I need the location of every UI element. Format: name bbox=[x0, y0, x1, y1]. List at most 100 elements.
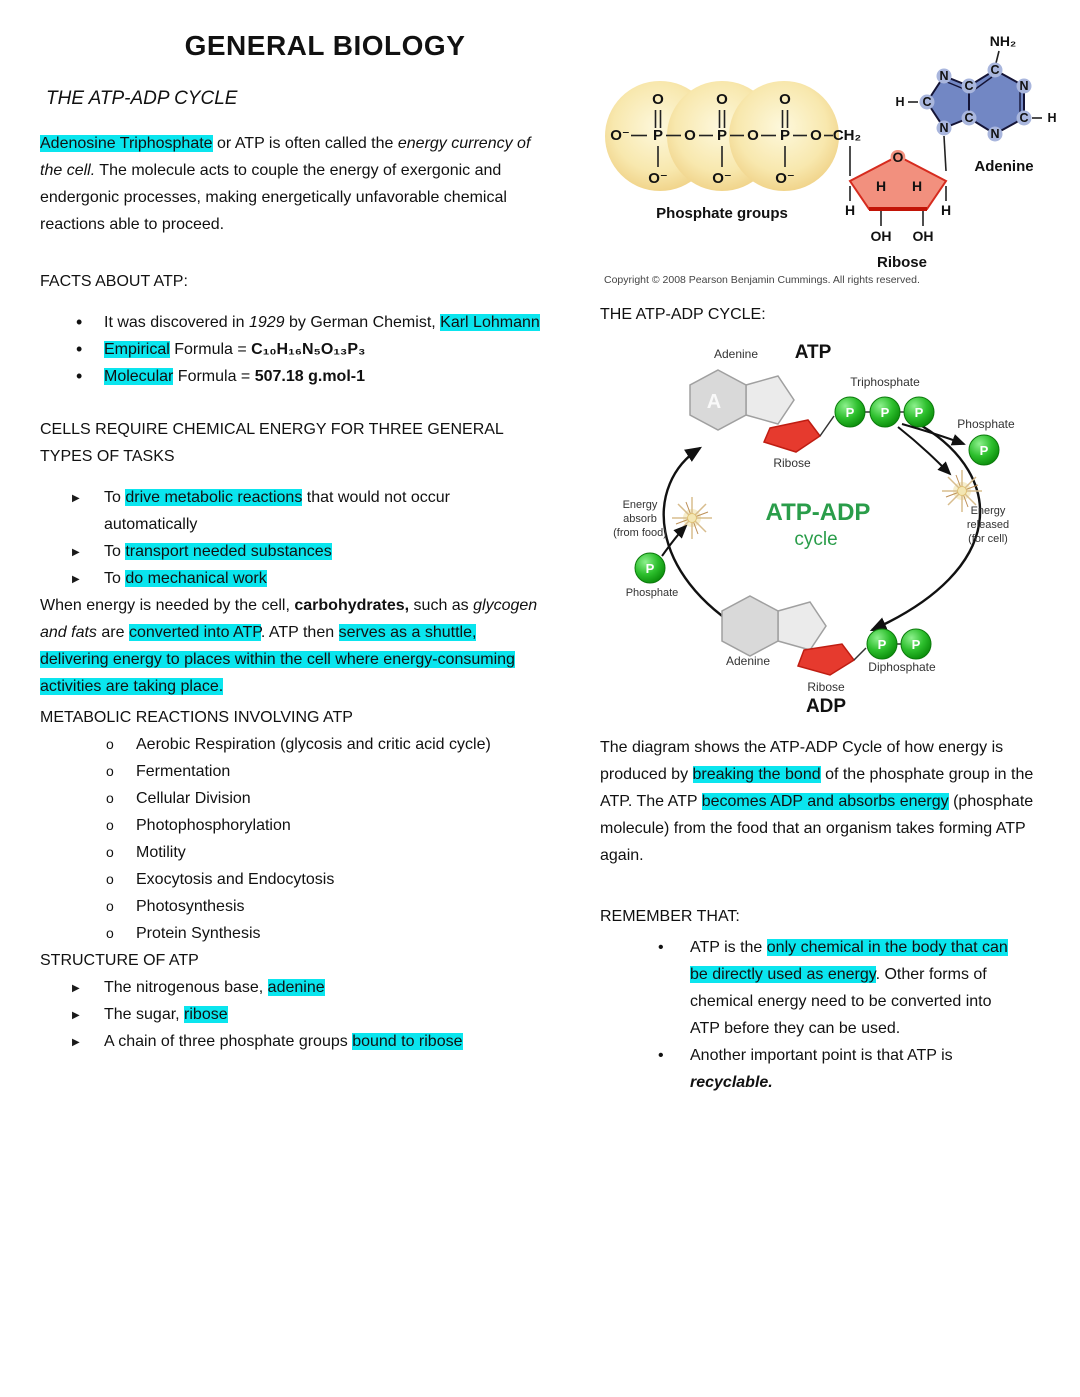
list-item: Protein Synthesis bbox=[40, 920, 545, 947]
svg-text:O: O bbox=[779, 91, 791, 108]
svg-text:A: A bbox=[707, 391, 721, 413]
svg-text:absorb: absorb bbox=[623, 513, 657, 525]
atp-adp-cycle-diagram: Adenine ATP A Ribose P P P Triphosphate bbox=[613, 342, 1015, 717]
svg-text:O⁻: O⁻ bbox=[775, 170, 795, 187]
adp-molecule-group: Adenine Ribose P P Diphosphate ADP bbox=[721, 595, 936, 717]
list-item: Empirical Formula = C₁₀H₁₆N₅O₁₃P₃ bbox=[40, 336, 545, 363]
svg-text:O: O bbox=[893, 149, 904, 165]
molecule-copyright: Copyright © 2008 Pearson Benjamin Cummin… bbox=[604, 274, 920, 286]
released-phosphate-group: Phosphate P Energy released (for cell) bbox=[897, 417, 1015, 545]
svg-text:cycle: cycle bbox=[794, 529, 837, 550]
svg-text:Triphosphate: Triphosphate bbox=[850, 375, 920, 389]
metabolic-list: Aerobic Respiration (glycosis and critic… bbox=[40, 731, 545, 947]
svg-text:released: released bbox=[967, 519, 1009, 531]
section-heading: THE ATP-ADP CYCLE bbox=[46, 88, 238, 109]
structure-list: The nitrogenous base, adenineThe sugar, … bbox=[40, 974, 545, 1056]
svg-text:C: C bbox=[964, 111, 973, 125]
svg-text:Ribose: Ribose bbox=[773, 456, 811, 470]
svg-text:Adenine: Adenine bbox=[974, 158, 1033, 175]
svg-text:N: N bbox=[990, 127, 999, 141]
list-item: Motility bbox=[40, 839, 545, 866]
svg-text:P: P bbox=[881, 405, 890, 420]
right-column: O⁻ P O P O P O CH₂ O O O O⁻ O⁻ O⁻ Phosph… bbox=[600, 18, 1062, 1096]
list-item: The nitrogenous base, adenine bbox=[40, 974, 545, 1002]
svg-text:P: P bbox=[846, 405, 855, 420]
facts-list: It was discovered in 1929 by German Chem… bbox=[40, 309, 545, 390]
list-item: Exocytosis and Endocytosis bbox=[40, 866, 545, 893]
list-item: It was discovered in 1929 by German Chem… bbox=[40, 309, 545, 336]
svg-text:O: O bbox=[652, 91, 664, 108]
svg-text:C: C bbox=[990, 63, 999, 77]
structure-heading: STRUCTURE OF ATP bbox=[40, 952, 199, 969]
cycle-description: The diagram shows the ATP-ADP Cycle of h… bbox=[600, 739, 1034, 864]
svg-text:O: O bbox=[716, 91, 728, 108]
svg-text:N: N bbox=[939, 69, 948, 83]
list-item: Molecular Formula = 507.18 g.mol-1 bbox=[40, 363, 545, 390]
svg-text:O⁻: O⁻ bbox=[712, 170, 732, 187]
list-item: Photosynthesis bbox=[40, 893, 545, 920]
list-item: The sugar, ribose bbox=[40, 1001, 545, 1029]
svg-text:Ribose: Ribose bbox=[877, 254, 927, 271]
svg-text:H: H bbox=[895, 95, 904, 109]
svg-text:OH: OH bbox=[913, 228, 934, 244]
list-item: Aerobic Respiration (glycosis and critic… bbox=[40, 731, 545, 758]
svg-text:P: P bbox=[878, 637, 887, 652]
svg-text:OH: OH bbox=[871, 228, 892, 244]
adenine-rings: C N C N C C N C N NH₂ H H Adenine bbox=[895, 33, 1056, 175]
svg-text:NH₂: NH₂ bbox=[990, 33, 1016, 49]
svg-text:P: P bbox=[915, 405, 924, 420]
svg-text:Phosphate: Phosphate bbox=[957, 417, 1015, 431]
svg-text:H: H bbox=[845, 202, 855, 218]
svg-text:Ribose: Ribose bbox=[807, 680, 845, 694]
svg-text:Adenine: Adenine bbox=[726, 654, 770, 668]
svg-text:(for cell): (for cell) bbox=[968, 533, 1008, 545]
phosphate-group-circles bbox=[605, 81, 839, 191]
svg-text:P: P bbox=[653, 127, 663, 144]
svg-text:Phosphate groups: Phosphate groups bbox=[656, 205, 788, 222]
cycle-title: ATP-ADP cycle bbox=[766, 499, 871, 550]
svg-text:O⁻: O⁻ bbox=[648, 170, 668, 187]
atp-molecule-group: Adenine ATP A Ribose P P P Triphosphate bbox=[689, 342, 935, 470]
list-item: To drive metabolic reactions that would … bbox=[40, 484, 545, 538]
svg-text:P: P bbox=[912, 637, 921, 652]
svg-text:Energy: Energy bbox=[971, 505, 1006, 517]
tasks-list: To drive metabolic reactions that would … bbox=[40, 484, 545, 593]
svg-text:H: H bbox=[1047, 111, 1056, 125]
svg-text:Phosphate: Phosphate bbox=[626, 587, 679, 599]
svg-text:Adenine: Adenine bbox=[714, 347, 758, 361]
svg-text:C: C bbox=[964, 79, 973, 93]
cycle-arrows bbox=[662, 424, 982, 634]
list-item: Photophosphorylation bbox=[40, 812, 545, 839]
svg-text:N: N bbox=[939, 121, 948, 135]
svg-text:N: N bbox=[1019, 79, 1028, 93]
cells-heading: CELLS REQUIRE CHEMICAL ENERGY FOR THREE … bbox=[40, 421, 504, 465]
absorbed-phosphate-group: Energy absorb (from food) P Phosphate bbox=[613, 496, 713, 599]
svg-text:P: P bbox=[780, 127, 790, 144]
intro-paragraph: Adenosine Triphosphate or ATP is often c… bbox=[40, 135, 531, 233]
metabolic-heading: METABOLIC REACTIONS INVOLVING ATP bbox=[40, 709, 353, 726]
list-item: ATP is the only chemical in the body tha… bbox=[600, 934, 1062, 1042]
svg-text:H: H bbox=[912, 178, 922, 194]
svg-text:Diphosphate: Diphosphate bbox=[868, 660, 936, 674]
list-item: A chain of three phosphate groups bound … bbox=[40, 1028, 545, 1056]
svg-text:P: P bbox=[646, 561, 655, 576]
svg-text:O: O bbox=[810, 127, 822, 144]
svg-text:ATP-ADP: ATP-ADP bbox=[766, 499, 871, 526]
svg-text:P: P bbox=[717, 127, 727, 144]
remember-list: ATP is the only chemical in the body tha… bbox=[600, 934, 1062, 1096]
svg-text:P: P bbox=[980, 443, 989, 458]
svg-text:C: C bbox=[1019, 111, 1028, 125]
list-item: Cellular Division bbox=[40, 785, 545, 812]
svg-text:O: O bbox=[684, 127, 696, 144]
svg-text:ATP: ATP bbox=[795, 342, 832, 363]
list-item: To do mechanical work bbox=[40, 565, 545, 593]
energy-paragraph: When energy is needed by the cell, carbo… bbox=[40, 597, 538, 695]
list-item: Another important point is that ATP is r… bbox=[600, 1042, 1062, 1096]
svg-text:O: O bbox=[747, 127, 759, 144]
svg-text:O⁻: O⁻ bbox=[610, 127, 630, 144]
phosphate-chain: O⁻ P O P O P O CH₂ O O O O⁻ O⁻ O⁻ Phosph… bbox=[610, 91, 861, 222]
page-title: GENERAL BIOLOGY bbox=[184, 30, 466, 61]
left-column: GENERAL BIOLOGY THE ATP-ADP CYCLE Adenos… bbox=[40, 30, 545, 1056]
ribose-shape: O H H H H OH OH Ribose bbox=[845, 147, 951, 272]
